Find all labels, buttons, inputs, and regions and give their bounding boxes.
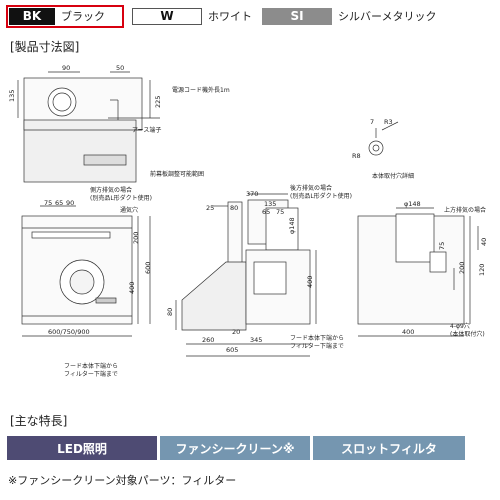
dim-135-side: 135 <box>264 200 276 208</box>
annot-mount-detail: 本体取付穴詳細 <box>372 172 414 180</box>
dim-phi148-rear: φ148 <box>404 200 421 208</box>
annot-earth-terminal: アース端子 <box>132 126 161 134</box>
feature-fancy-clean: ファンシークリーン※ <box>160 436 310 460</box>
dim-200-rear: 200 <box>458 262 466 274</box>
top-view <box>17 71 160 183</box>
color-code-w[interactable]: W <box>132 7 202 25</box>
annot-front-panel: 前幕板調整可能範囲 <box>150 170 204 178</box>
dim-25: 25 <box>206 204 214 212</box>
dim-600-height: 600 <box>144 262 152 274</box>
dim-400-rear: 400 <box>402 328 414 336</box>
front-view-labels: 側方排気の場合 (別売品L形ダクト使用) 通気穴 75 65 90 200 60… <box>44 186 152 336</box>
color-code-si[interactable]: SI <box>262 7 332 25</box>
footnote: ※ファンシークリーン対象パーツ：フィルター <box>8 474 237 487</box>
dim-345: 345 <box>250 336 262 344</box>
annot-vent: 通気穴 <box>120 206 138 214</box>
annot-side-duct: (別売品L形ダクト使用) <box>90 194 152 202</box>
dim-65: 65 <box>55 199 63 207</box>
color-code-bk: BK <box>9 7 55 25</box>
feature-slot-filter: スロットフィルタ <box>313 436 465 460</box>
dim-width: 600/750/900 <box>48 328 90 336</box>
dim-370: 370 <box>246 190 258 198</box>
dim-20: 20 <box>232 328 240 336</box>
dim-r3: R3 <box>384 118 393 126</box>
dim-225: 225 <box>154 96 162 108</box>
feature-led: LED照明 <box>7 436 157 460</box>
dim-r8: R8 <box>352 152 361 160</box>
top-view-labels: 90 50 135 225 電源コード機外長1m アース端子 <box>8 64 230 134</box>
dim-40: 40 <box>480 238 488 246</box>
annot-top-exhaust: 上方排気の場合 <box>444 206 486 214</box>
dim-400-front: 400 <box>128 282 136 294</box>
dim-75-rear: 75 <box>438 242 446 250</box>
color-name-bk: ブラック <box>61 10 105 23</box>
color-name-w: ホワイト <box>208 10 252 23</box>
dim-65-side: 65 <box>262 208 270 216</box>
dim-phi148-side: φ148 <box>288 217 296 234</box>
feature-badges: LED照明 ファンシークリーン※ スロットフィルタ <box>7 436 465 460</box>
annot-filter-bottom: フィルター下端まで <box>290 342 344 350</box>
annot-4-holes: 4-φ9穴 <box>450 322 470 330</box>
dim-7: 7 <box>370 118 374 126</box>
dim-260: 260 <box>202 336 214 344</box>
color-name-si: シルバーメタリック <box>338 10 437 23</box>
annot-rear-exhaust: 後方排気の場合 <box>290 184 332 192</box>
dim-120: 120 <box>478 264 486 276</box>
dim-90b: 90 <box>66 199 74 207</box>
side-view <box>175 193 317 357</box>
dim-75: 75 <box>44 199 52 207</box>
annot-mount-holes: (本体取付穴) <box>450 330 485 338</box>
dimension-drawing: 90 50 135 225 電源コード機外長1m アース端子 側方排気の場合 (… <box>8 64 488 378</box>
dim-605: 605 <box>226 346 238 354</box>
dim-50: 50 <box>116 64 124 72</box>
dim-400-side: 400 <box>306 276 314 288</box>
front-view <box>21 205 151 337</box>
annot-side-exhaust: 側方排気の場合 <box>90 186 132 194</box>
dim-90: 90 <box>62 64 70 72</box>
dim-135: 135 <box>8 90 16 102</box>
dim-200: 200 <box>132 232 140 244</box>
drawing-heading: [製品寸法図] <box>10 40 80 54</box>
color-option-bk[interactable]: BK ブラック <box>6 4 124 28</box>
dim-75-side: 75 <box>276 208 284 216</box>
annot-hood-bottom: フード本体下端から <box>290 334 344 342</box>
annot-power-cord: 電源コード機外長1m <box>172 86 230 94</box>
dim-80-bottom: 80 <box>166 308 174 316</box>
annot-hood-bottom-2: フード本体下端から <box>64 362 118 370</box>
side-view-labels: 前幕板調整可能範囲 後方排気の場合 (別売品L形ダクト使用) 25 80 370… <box>64 170 352 378</box>
dim-80: 80 <box>230 204 238 212</box>
color-selector: BK ブラック W ホワイト SI シルバーメタリック <box>6 4 447 28</box>
rear-view <box>357 121 479 337</box>
annot-filter-bottom-2: フィルター下端まで <box>64 370 118 378</box>
rear-view-labels: R3 7 R8 本体取付穴詳細 φ148 上方排気の場合 40 75 200 1… <box>352 118 488 338</box>
annot-rear-duct: (別売品L形ダクト使用) <box>290 192 352 200</box>
features-heading: [主な特長] <box>10 414 68 428</box>
